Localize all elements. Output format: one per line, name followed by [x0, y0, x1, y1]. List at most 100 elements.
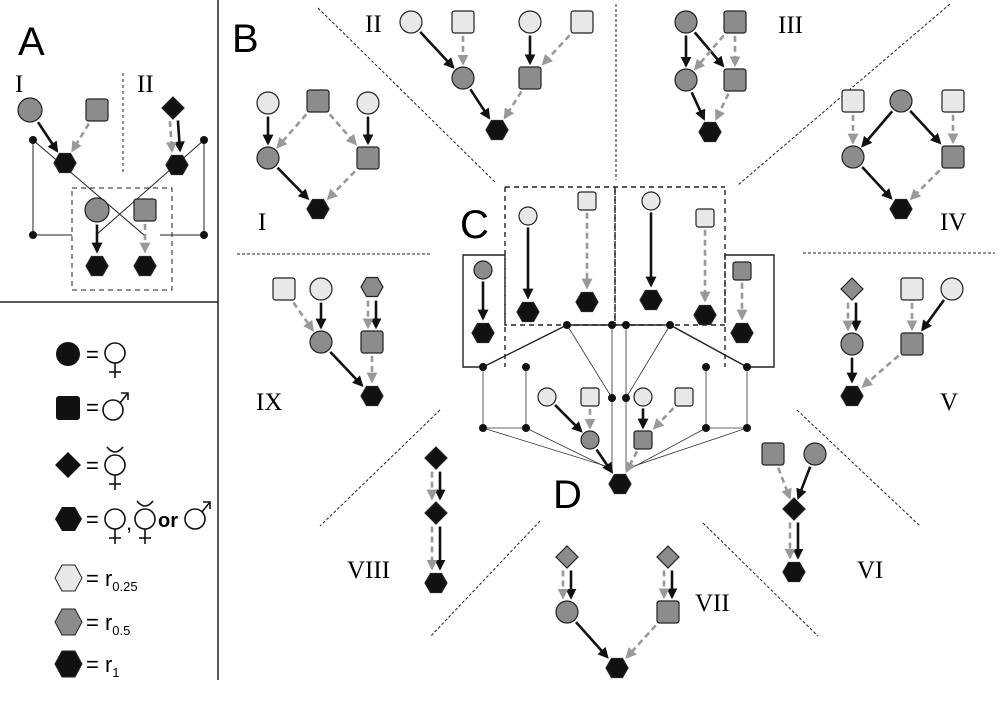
svg-text:=: = — [86, 507, 99, 532]
maternal-arrow — [554, 404, 583, 433]
paternal-arrow — [652, 407, 675, 430]
female-node — [309, 277, 333, 301]
female-node — [633, 387, 653, 407]
female-node — [641, 191, 661, 211]
male-node — [695, 208, 715, 228]
legend-shade-1-label: = r — [86, 566, 112, 591]
panel-a-connectors — [32, 73, 205, 291]
male-node — [900, 277, 924, 301]
pedigree-edges — [36, 31, 959, 659]
maternal-arrow — [469, 88, 491, 120]
maternal-arrow — [36, 121, 59, 153]
male-node — [941, 145, 965, 169]
pedigree-nodes — [17, 10, 965, 679]
offspring-node — [730, 322, 754, 344]
legend-shade-full: = r1 — [54, 650, 120, 680]
panel-a-label-2: II — [137, 71, 154, 98]
maternal-arrow — [690, 91, 706, 121]
maternal-arrow — [909, 110, 942, 145]
hermaphrodite-node — [555, 545, 579, 569]
male-node — [451, 10, 475, 34]
maternal-arrow — [861, 166, 893, 200]
paternal-arrow — [165, 121, 177, 153]
offspring-node — [840, 385, 864, 407]
offspring-node — [306, 198, 330, 220]
female-node — [356, 91, 380, 115]
female-node — [17, 97, 43, 123]
male-node — [674, 387, 694, 407]
male-node — [841, 89, 865, 113]
offspring-node — [53, 152, 77, 174]
hermaphrodite-node — [840, 277, 864, 301]
female-node — [803, 442, 827, 466]
svg-text:= r0.25: = r0.25 — [86, 566, 138, 594]
paternal-arrow — [909, 169, 941, 201]
offspring-node — [360, 276, 384, 298]
female-node — [555, 600, 579, 624]
male-node — [272, 277, 296, 301]
svg-text:=: = — [86, 342, 99, 367]
panel-dividers — [0, 0, 219, 680]
panel-d-junctions — [479, 321, 751, 432]
female-node — [84, 197, 110, 223]
offspring-node — [889, 198, 913, 220]
female-symbol-icon — [104, 508, 126, 544]
motif-label-4: IV — [940, 209, 966, 236]
female-node — [451, 66, 475, 90]
maternal-arrow — [575, 621, 609, 659]
offspring-node — [605, 657, 629, 679]
female-node — [537, 387, 557, 407]
male-node — [360, 330, 384, 354]
male-node — [633, 430, 653, 450]
offspring-node — [165, 154, 189, 176]
female-node — [580, 430, 600, 450]
male-node — [723, 10, 747, 34]
paternal-arrow — [292, 301, 314, 332]
male-node — [570, 10, 594, 34]
paternal-arrow — [776, 467, 792, 500]
hermaphrodite-node — [424, 446, 448, 470]
male-node — [133, 198, 157, 222]
female-node — [674, 68, 698, 92]
female-node — [841, 145, 865, 169]
svg-text:=: = — [86, 453, 99, 478]
maternal-arrow — [419, 31, 455, 69]
motif-label-3: III — [778, 12, 803, 39]
male-node — [85, 98, 109, 122]
legend-square: = — [56, 392, 129, 421]
maternal-arrow — [276, 166, 310, 201]
paternal-arrow — [693, 34, 725, 71]
paternal-arrow — [625, 624, 657, 659]
svg-text:= r1: = r1 — [86, 652, 120, 680]
male-node — [577, 191, 597, 211]
male-node — [518, 66, 542, 90]
legend-diamond: = — [55, 446, 126, 490]
legend-shade-3-sub: 1 — [112, 665, 119, 680]
male-node — [732, 261, 752, 281]
panel-d-connectors — [482, 324, 748, 471]
offspring-node — [424, 572, 448, 594]
male-node — [723, 68, 747, 92]
female-node — [889, 89, 913, 113]
panel-label-b: B — [232, 17, 259, 61]
female-node — [399, 10, 423, 34]
female-node — [473, 260, 493, 280]
male-node — [356, 146, 380, 170]
motif-separators — [237, 3, 995, 638]
panel-label-c: C — [460, 203, 489, 247]
maternal-arrow — [861, 110, 894, 148]
hermaphrodite-node — [656, 545, 680, 569]
legend-shade-3-label: = r — [86, 652, 112, 677]
svg-text:=: = — [86, 395, 99, 420]
maternal-arrow — [921, 299, 946, 332]
motif-label-9: IX — [256, 389, 282, 416]
female-node — [256, 146, 280, 170]
panel-label-d: D — [553, 473, 582, 517]
paternal-arrow — [326, 170, 356, 201]
male-node — [761, 442, 785, 466]
maternal-arrow — [329, 351, 364, 387]
panel-label-a: A — [18, 20, 45, 64]
motif-label-1: I — [258, 209, 266, 236]
